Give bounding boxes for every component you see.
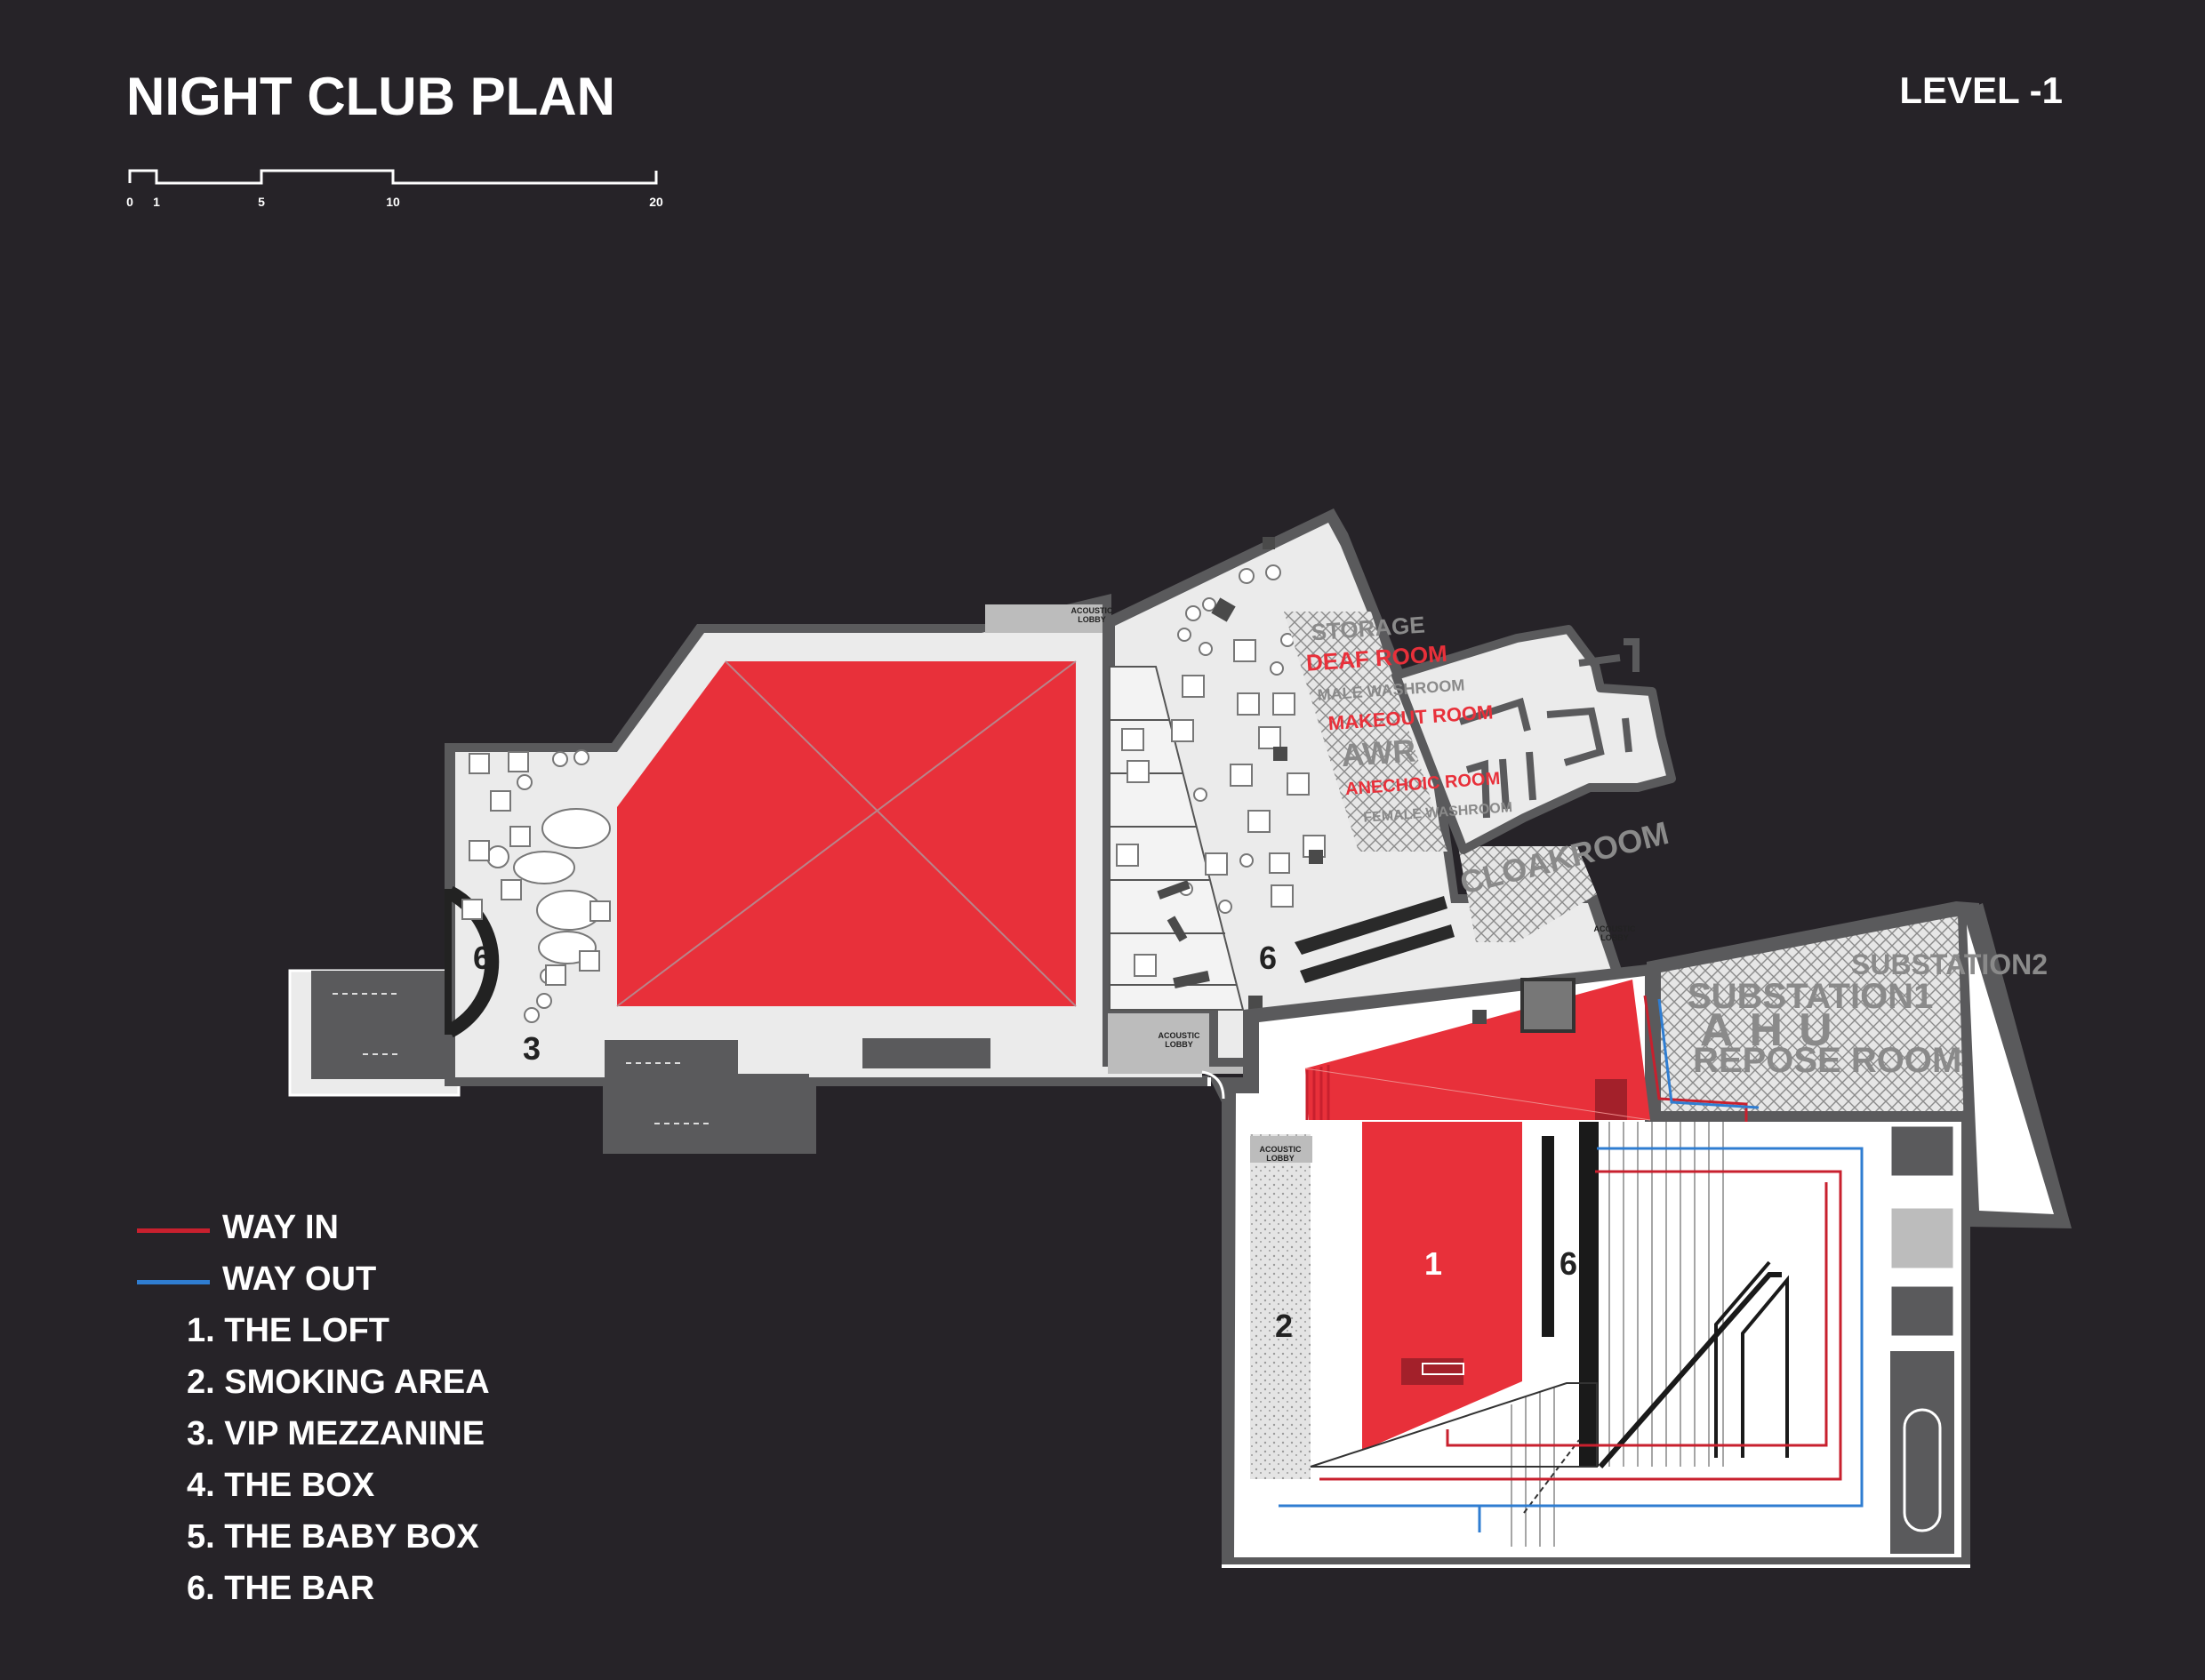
acoustic-lobby-label: ACOUSTIC	[1594, 924, 1637, 933]
substation1-label: SUBSTATION1	[1688, 977, 1933, 1016]
legend-label: THE BAR	[224, 1570, 375, 1607]
legend-item: 6. THE BAR	[187, 1570, 374, 1608]
area-3-label: 3	[523, 1030, 541, 1067]
repose-room-label: REPOSE ROOM	[1693, 1041, 1961, 1080]
scale-tick-label: 0	[126, 195, 133, 209]
way-out-label: WAY OUT	[222, 1260, 377, 1298]
area-6-label: 6	[473, 940, 491, 976]
area-6-label: 6	[1560, 1245, 1577, 1282]
area-1-label: 1	[1424, 1245, 1442, 1282]
legend-item: 5. THE BABY BOX	[187, 1518, 479, 1556]
legend-item: 3. VIP MEZZANINE	[187, 1415, 485, 1453]
acoustic-lobby-label: LOBBY	[1165, 1040, 1193, 1049]
legend-number: 1.	[187, 1312, 215, 1349]
level-label: LEVEL -1	[1899, 69, 2063, 111]
legend-label: SMOKING AREA	[224, 1364, 490, 1401]
legend-number: 3.	[187, 1415, 215, 1452]
way-in-line	[137, 1228, 210, 1233]
legend-item: 4. THE BOX	[187, 1467, 374, 1505]
substation2-label: SUBSTATION2	[1851, 948, 2048, 980]
legend-label: THE BOX	[224, 1467, 375, 1504]
legend-number: 2.	[187, 1364, 215, 1401]
page-title: NIGHT CLUB PLAN	[126, 67, 615, 126]
scale-tick-label: 1	[153, 195, 160, 209]
area-6-label: 6	[1259, 940, 1277, 976]
legend-item: 2. SMOKING AREA	[187, 1364, 490, 1402]
acoustic-lobby-label: ACOUSTIC	[1159, 1031, 1201, 1040]
awr-label: AWR	[1340, 732, 1417, 774]
scale-tick-label: 20	[649, 195, 663, 209]
acoustic-lobby-label: LOBBY	[1266, 1154, 1295, 1163]
scale-tick-label: 10	[386, 195, 400, 209]
ahu-label: AHU	[1700, 1004, 1848, 1056]
scale-bar: 0 1 5 10 20	[126, 169, 663, 209]
way-in-label: WAY IN	[222, 1209, 339, 1246]
service-rooms	[1284, 612, 1447, 852]
legend-label: THE BABY BOX	[224, 1518, 479, 1556]
legend-number: 4.	[187, 1467, 215, 1504]
acoustic-lobby-label: LOBBY	[1600, 933, 1629, 942]
scale-tick-label: 5	[258, 195, 265, 209]
legend-number: 6.	[187, 1570, 215, 1607]
way-out-line	[137, 1280, 210, 1284]
acoustic-lobby-label: ACOUSTIC	[1071, 606, 1114, 615]
acoustic-lobby-label: LOBBY	[1078, 615, 1106, 624]
legend-item: 1. THE LOFT	[187, 1312, 389, 1350]
legend-number: 5.	[187, 1518, 215, 1556]
legend-label: THE LOFT	[224, 1312, 390, 1349]
legend-label: VIP MEZZANINE	[224, 1415, 485, 1452]
acoustic-lobby-label: ACOUSTIC	[1260, 1145, 1303, 1154]
area-2-label: 2	[1275, 1308, 1293, 1344]
